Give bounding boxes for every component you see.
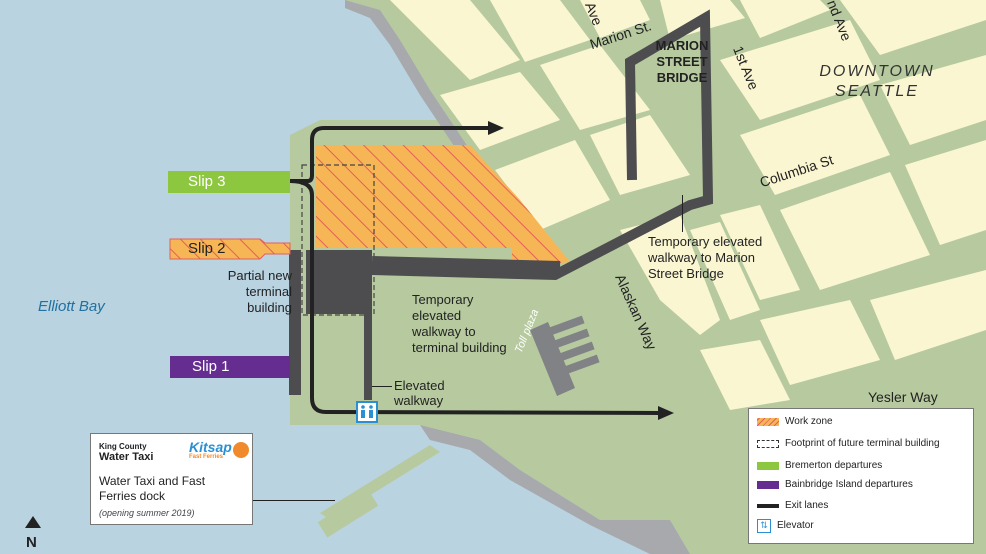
partial-terminal-line-2: terminal <box>245 284 292 299</box>
partial-terminal-line-1: Partial new <box>227 268 292 283</box>
slip-2-shape <box>169 238 291 260</box>
fast-ferry-float <box>317 490 379 538</box>
king-county-logo-line-1: King County <box>99 442 147 451</box>
downtown-seattle-label: DOWNTOWN SEATTLE <box>812 62 942 102</box>
walkway-to-marion-bridge <box>371 9 714 281</box>
dock-leader <box>253 500 335 501</box>
legend-label-elevator: Elevator <box>777 520 814 531</box>
elevated-walkway-line-1: Elevated <box>394 378 445 393</box>
dock-title-line-2: Ferries dock <box>99 489 166 503</box>
legend-label-footprint: Footprint of future terminal building <box>785 438 940 449</box>
temp-walkway-marion-leader <box>682 195 683 232</box>
street-yesler: Yesler Way <box>868 389 938 405</box>
slip-3-label: Slip 3 <box>168 171 290 193</box>
terminal-spine <box>289 250 301 395</box>
elevated-walkway-label: Elevated walkway <box>394 378 445 408</box>
temp-walkway-terminal-label: Temporary elevated walkway to terminal b… <box>412 292 507 356</box>
kitsap-logo-name: Kitsap <box>189 439 232 455</box>
north-label: N <box>26 534 37 551</box>
temp-walkway-terminal-line-4: terminal building <box>412 340 507 355</box>
marion-bridge-line-1: MARION <box>655 38 709 53</box>
elliott-bay-label: Elliott Bay <box>38 298 105 315</box>
map-legend: Work zone Footprint of future terminal b… <box>748 408 974 544</box>
legend-label-bremerton: Bremerton departures <box>785 460 883 471</box>
temp-walkway-marion-label: Temporary elevated walkway to Marion Str… <box>648 234 762 282</box>
king-county-logo-line-2: Water Taxi <box>99 451 154 463</box>
exit-arrow-top <box>488 121 504 135</box>
legend-swatch-purple <box>757 481 779 489</box>
walkway-to-terminal <box>371 256 561 275</box>
downtown-line-2: SEATTLE <box>835 83 919 100</box>
dock-title: Water Taxi and Fast Ferries dock <box>99 474 205 504</box>
partial-terminal-label: Partial new terminal building <box>198 268 292 316</box>
legend-swatch-exit <box>757 504 779 508</box>
marion-bridge-label: MARION STREET BRIDGE <box>652 38 712 86</box>
kitsap-logo-sub: Fast Ferries <box>189 454 224 460</box>
temp-walkway-terminal-line-3: walkway to <box>412 324 476 339</box>
downtown-line-1: DOWNTOWN <box>819 63 935 80</box>
kitsap-sun-icon <box>233 442 249 458</box>
temp-walkway-marion-line-1: Temporary elevated <box>648 234 763 249</box>
shoreline-top <box>345 0 490 185</box>
legend-swatch-hatch <box>757 418 779 426</box>
legend-label-bainbridge: Bainbridge Island departures <box>785 479 913 490</box>
king-county-logo: King County Water Taxi <box>99 442 153 463</box>
marion-bridge-line-2: STREET <box>656 54 708 69</box>
slip-2-label: Slip 2 <box>188 240 226 257</box>
shoreline-edge <box>420 425 690 554</box>
temp-walkway-marion-line-3: Street Bridge <box>648 266 724 281</box>
partial-terminal-building <box>306 250 372 314</box>
dock-note: (opening summer 2019) <box>99 508 195 518</box>
water-taxi-dock-box: King County Water Taxi Kitsap Fast Ferri… <box>90 433 253 525</box>
partial-terminal-line-3: building <box>247 300 292 315</box>
dock-title-line-1: Water Taxi and Fast <box>99 474 206 488</box>
legend-item-exit: Exit lanes <box>757 499 828 513</box>
slip-1-label: Slip 1 <box>170 356 290 378</box>
legend-label-exit: Exit lanes <box>785 500 829 511</box>
elevated-walkway-leader <box>372 386 392 387</box>
legend-label-work-zone: Work zone <box>785 416 833 427</box>
legend-swatch-green <box>757 462 779 470</box>
fast-ferry-pier <box>320 445 440 520</box>
temp-walkway-terminal-line-1: Temporary <box>412 292 474 307</box>
legend-elevator-icon: ⇅ <box>757 519 771 533</box>
kitsap-logo: Kitsap Fast Ferries <box>189 440 232 461</box>
legend-item-bremerton: Bremerton departures <box>757 459 882 473</box>
temp-walkway-marion-line-2: walkway to Marion <box>648 250 755 265</box>
legend-swatch-dashed <box>757 440 779 448</box>
exit-arrow-bottom <box>658 406 674 420</box>
elevator-icon <box>356 401 378 423</box>
toll-plaza <box>530 315 600 396</box>
marion-bridge-line-3: BRIDGE <box>656 70 708 85</box>
elevated-walkway-line-2: walkway <box>394 393 444 408</box>
work-zone <box>316 145 570 268</box>
north-arrow-icon <box>25 516 41 528</box>
future-terminal-footprint <box>301 164 375 316</box>
legend-item-elevator: ⇅ Elevator <box>757 519 814 533</box>
legend-item-work-zone: Work zone <box>757 415 833 429</box>
temp-walkway-terminal-line-2: elevated <box>412 308 462 323</box>
legend-item-bainbridge: Bainbridge Island departures <box>757 478 913 492</box>
exit-lanes <box>289 126 661 415</box>
legend-item-footprint: Footprint of future terminal building <box>757 437 940 451</box>
